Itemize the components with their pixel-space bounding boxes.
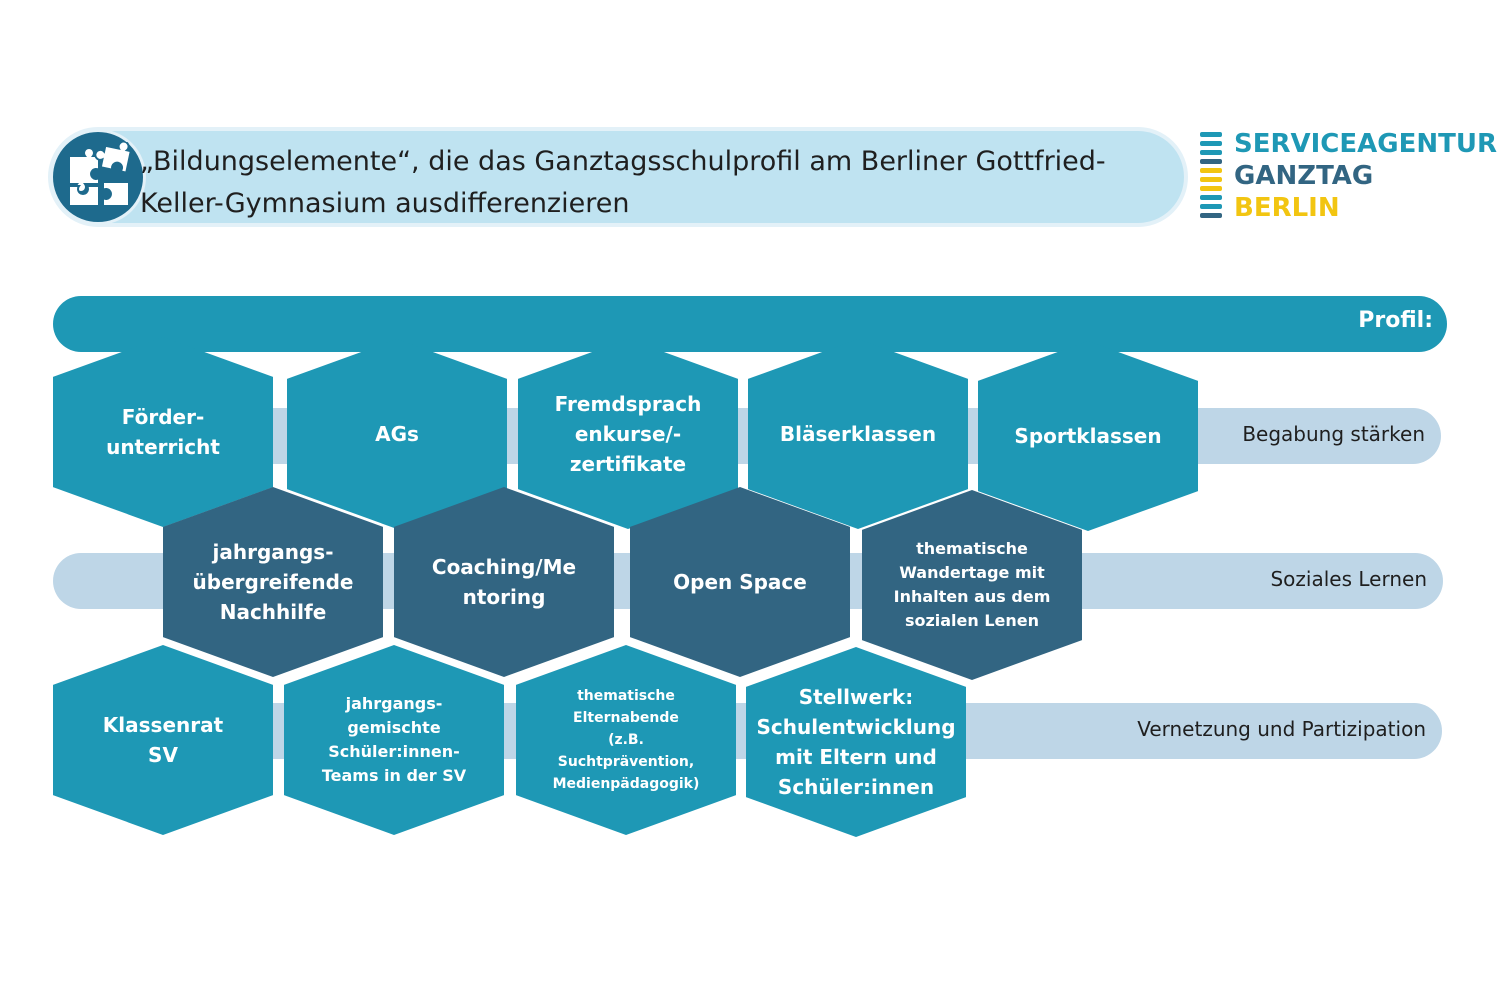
- hex-stellwerk: Stellwerk: Schulentwicklung mit Eltern u…: [746, 647, 966, 837]
- track-label-begabung: Begabung stärken: [1242, 422, 1425, 446]
- hex-label: Coaching/Me ntoring: [431, 555, 577, 609]
- hex-label: Open Space: [673, 570, 807, 594]
- hex-label: Förder- unterricht: [106, 405, 220, 459]
- logo-line-2: GANZTAG: [1234, 161, 1374, 191]
- hex-elternabende: thematische Elternabende (z.B. Suchtpräv…: [516, 645, 736, 835]
- hex-label: jahrgangs- übergreifende Nachhilfe: [192, 540, 354, 624]
- hex-label: Sportklassen: [1014, 424, 1162, 448]
- hex-label: AGs: [375, 422, 419, 446]
- hex-ags: AGs: [287, 339, 507, 529]
- hex-fremdsprachenkurse: Fremdsprach enkurse/- zertifikate: [518, 339, 738, 529]
- hex-label: thematische Wandertage mit Inhalten aus …: [893, 539, 1051, 630]
- puzzle-icon: [50, 129, 146, 225]
- logo-line-3: BERLIN: [1234, 193, 1340, 223]
- hex-blaeserklassen: Bläserklassen: [748, 339, 968, 529]
- hex-label: thematische Elternabende (z.B. Suchtpräv…: [552, 688, 700, 792]
- hex-sportklassen: Sportklassen: [978, 341, 1198, 531]
- hex-label: Stellwerk: Schulentwicklung mit Eltern u…: [756, 685, 956, 799]
- profile-label: Profil:: [1358, 308, 1433, 333]
- logo-line-1: SERVICEAGENTUR: [1234, 129, 1497, 159]
- track-vernetzung: Vernetzung und Partizipation: [920, 703, 1442, 759]
- hex-label: Bläserklassen: [779, 422, 937, 446]
- title-banner: „Bildungselemente“, die das Ganztagsschu…: [48, 127, 1188, 227]
- hex-foerderunterricht: Förder- unterricht: [53, 337, 273, 527]
- track-label-vernetzung: Vernetzung und Partizipation: [1137, 717, 1426, 741]
- profile-bar: Profil:: [53, 296, 1447, 352]
- hex-label: Klassenrat SV: [102, 713, 224, 767]
- hex-open-space: Open Space: [630, 487, 850, 677]
- track-begabung: Begabung stärken: [1150, 408, 1441, 464]
- hex-label: jahrgangs- gemischte Schüler:innen- Team…: [321, 694, 467, 785]
- hex-wandertage: thematische Wandertage mit Inhalten aus …: [862, 490, 1082, 680]
- hex-coaching-mentoring: Coaching/Me ntoring: [394, 487, 614, 677]
- track-label-soziales: Soziales Lernen: [1270, 567, 1427, 591]
- serviceagentur-logo: SERVICEAGENTUR GANZTAG BERLIN: [1200, 128, 1497, 224]
- hex-nachhilfe: jahrgangs- übergreifende Nachhilfe: [163, 487, 383, 677]
- hex-klassenrat-sv: Klassenrat SV: [53, 645, 273, 835]
- page-title: „Bildungselemente“, die das Ganztagsschu…: [140, 146, 1106, 219]
- hex-label: Fremdsprach enkurse/- zertifikate: [554, 392, 702, 476]
- hex-schueler-teams: jahrgangs- gemischte Schüler:innen- Team…: [284, 645, 504, 835]
